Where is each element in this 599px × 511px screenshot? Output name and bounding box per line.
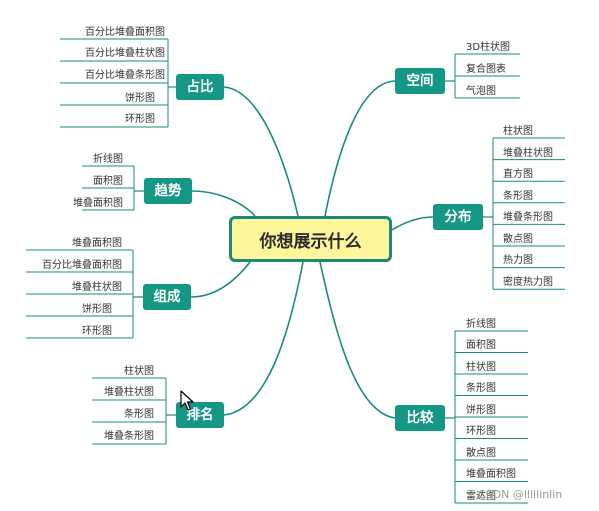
central-topic: 你想展示什么	[229, 216, 392, 262]
link-paiming	[223, 261, 304, 416]
leaf-fenbu-7: 热力图	[503, 255, 533, 266]
leaf-zhanbi-5: 环形图	[125, 114, 155, 125]
leaf-zucheng-2: 百分比堆叠面积图	[42, 260, 122, 271]
leaf-paiming-3: 条形图	[124, 409, 154, 420]
branch-zucheng: 组成	[143, 284, 191, 310]
leaf-zucheng-1: 堆叠面积图	[72, 238, 122, 249]
link-zucheng	[190, 261, 251, 298]
branch-fenbu: 分布	[433, 204, 483, 230]
leaf-bijiao-2: 面积图	[466, 340, 496, 351]
branch-qushi: 趋势	[144, 178, 192, 204]
leaf-bijiao-9: 雷达图	[466, 491, 496, 502]
leaf-bijiao-4: 条形图	[466, 383, 496, 394]
link-qushi	[191, 190, 256, 217]
leaf-paiming-2: 堆叠柱状图	[104, 387, 154, 398]
leaf-bijiao-5: 饼形图	[466, 405, 496, 416]
mouse-cursor-icon	[180, 390, 194, 411]
leaf-zhanbi-3: 百分比堆叠条形图	[85, 70, 165, 81]
leaf-zhanbi-4: 饼形图	[125, 93, 155, 104]
leaf-qushi-1: 折线图	[93, 154, 123, 165]
link-kongjian	[324, 80, 396, 217]
leaf-bijiao-7: 散点图	[466, 448, 496, 459]
leaf-paiming-1: 柱状图	[124, 366, 154, 377]
leaf-kongjian-3: 气泡图	[466, 86, 496, 97]
branch-bijiao: 比较	[395, 405, 445, 431]
link-bijiao	[319, 261, 396, 419]
leaf-bijiao-8: 堆叠面积图	[466, 469, 516, 480]
branch-kongjian: 空间	[395, 68, 445, 94]
leaf-fenbu-3: 直方图	[503, 169, 533, 180]
watermark: CSDN @lllllinlin	[478, 488, 563, 501]
leaf-kongjian-2: 复合图表	[466, 64, 506, 75]
leaf-bijiao-1: 折线图	[466, 319, 496, 330]
leaf-qushi-3: 堆叠面积图	[73, 198, 123, 209]
leaf-kongjian-1: 3D柱状图	[466, 42, 511, 53]
leaf-fenbu-4: 条形图	[503, 191, 533, 202]
leaf-fenbu-5: 堆叠条形图	[503, 212, 553, 223]
leaf-fenbu-1: 柱状图	[503, 126, 533, 137]
branch-zhanbi: 占比	[176, 74, 224, 100]
leaf-fenbu-6: 散点图	[503, 234, 533, 245]
branch-paiming: 排名	[176, 402, 224, 428]
leaf-zucheng-3: 堆叠柱状图	[72, 282, 122, 293]
leaf-zucheng-5: 环形图	[82, 326, 112, 337]
leaf-zhanbi-2: 百分比堆叠柱状图	[85, 48, 165, 59]
leaf-qushi-2: 面积图	[93, 176, 123, 187]
leaf-bijiao-6: 环形图	[466, 426, 496, 437]
leaf-fenbu-2: 堆叠柱状图	[503, 148, 553, 159]
link-zhanbi	[223, 86, 299, 217]
leaf-paiming-4: 堆叠条形图	[104, 431, 154, 442]
leaf-zhanbi-1: 百分比堆叠面积图	[85, 27, 165, 38]
leaf-zucheng-4: 饼形图	[82, 304, 112, 315]
leaf-fenbu-8: 密度热力图	[503, 277, 553, 288]
link-fenbu	[391, 216, 434, 231]
leaf-bijiao-3: 柱状图	[466, 362, 496, 373]
